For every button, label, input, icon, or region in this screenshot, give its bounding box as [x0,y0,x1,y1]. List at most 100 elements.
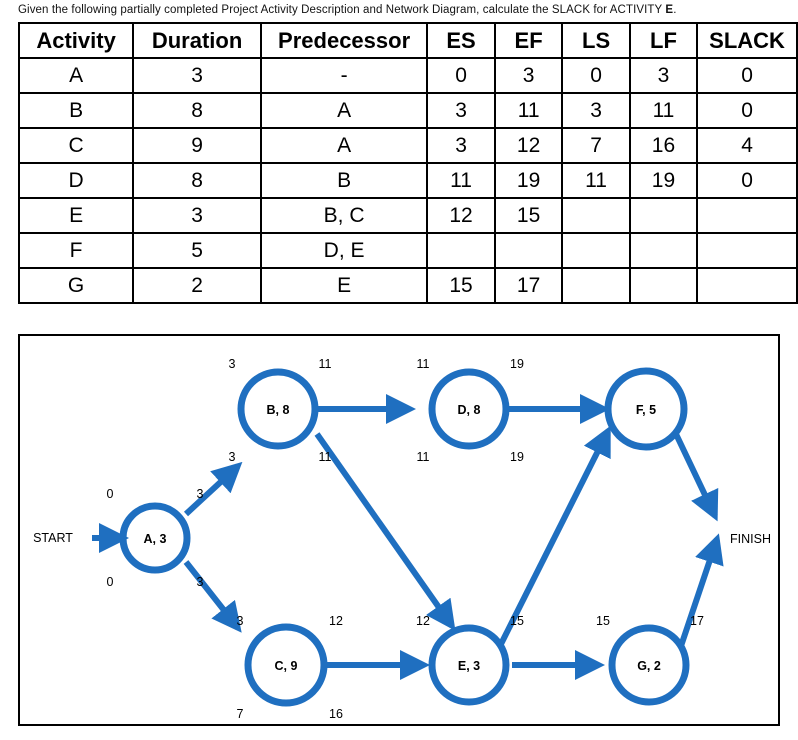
cell-lf [628,267,699,304]
cell-duration: 9 [132,127,262,164]
cell-duration: 3 [132,197,262,234]
table-row: F 5 D, E [17,232,798,269]
node-c-ls: 7 [237,707,244,721]
node-g-circle [608,624,690,706]
cell-predecessor: A [259,127,429,164]
prompt-text-after: . [673,4,677,16]
cell-predecessor: D, E [259,232,429,269]
cell-activity: D [17,162,135,199]
cell-ls: 0 [561,57,631,94]
table-row: A 3 - 0 3 0 3 0 [17,57,798,94]
column-header-lf: LF [628,22,699,59]
edge-a-c [183,560,242,633]
cell-activity: G [17,267,135,304]
node-g-es: 15 [596,614,610,628]
node-e-circle [428,624,510,706]
cell-predecessor: B, C [259,197,429,234]
cell-predecessor: B [259,162,429,199]
cell-duration: 5 [132,232,262,269]
question-prompt: Given the following partially completed … [18,4,677,16]
cell-slack: 0 [696,92,798,129]
node-c-circle [244,623,328,707]
edge-e-f [497,425,611,648]
cell-lf: 3 [628,57,699,94]
cell-es: 15 [426,267,496,304]
cell-es: 3 [426,127,496,164]
cell-es: 11 [426,162,496,199]
table-row: E 3 B, C 12 15 [17,197,798,234]
cell-activity: A [17,57,135,94]
node-label-a: A, 3 [144,532,167,546]
node-b-es: 3 [229,357,236,371]
node-e-es: 12 [416,614,430,628]
edge-b-e [314,432,456,631]
start-label: START [33,531,73,545]
column-header-ef: EF [493,22,564,59]
table-row: C 9 A 3 12 7 16 4 [17,127,798,164]
cell-activity: C [17,127,135,164]
cell-slack: 0 [696,162,798,199]
node-d-es: 11 [417,357,430,371]
node-label-b: B, 8 [267,403,290,417]
node-b-ls: 3 [229,450,236,464]
cell-slack [696,197,798,234]
node-label-d: D, 8 [458,403,481,417]
cell-ls: 7 [561,127,631,164]
cell-activity: E [17,197,135,234]
cell-lf [628,197,699,234]
node-label-g: G, 2 [637,659,661,673]
cell-es: 3 [426,92,496,129]
node-g-ef: 17 [690,614,704,628]
node-b-circle [237,368,319,450]
cell-lf [628,232,699,269]
cell-ls [561,232,631,269]
node-d-ef: 19 [510,357,524,371]
activity-table: Activity Duration Predecessor ES EF LS L… [17,22,798,304]
prompt-text-before: Given the following partially completed … [18,4,666,16]
column-header-slack: SLACK [696,22,798,59]
cell-predecessor: - [259,57,429,94]
cell-lf: 16 [628,127,699,164]
column-header-duration: Duration [132,22,262,59]
cell-duration: 3 [132,57,262,94]
cell-ef: 3 [493,57,564,94]
node-a-es: 0 [107,487,114,501]
cell-es: 0 [426,57,496,94]
diagram-nodes [119,367,690,707]
edge-a-b [183,461,243,517]
table-header-row: Activity Duration Predecessor ES EF LS L… [17,22,798,59]
cell-slack [696,232,798,269]
cell-predecessor: A [259,92,429,129]
table-row: G 2 E 15 17 [17,267,798,304]
cell-lf: 11 [628,92,699,129]
cell-ef: 11 [493,92,564,129]
cell-ls: 11 [561,162,631,199]
column-header-predecessor: Predecessor [259,22,429,59]
network-diagram: A, 3 B, 8 C, 9 D, 8 E, 3 F, 5 G, 2 0 3 0… [18,334,780,726]
node-d-ls: 11 [417,450,430,464]
table-row: D 8 B 11 19 11 19 0 [17,162,798,199]
table-row: B 8 A 3 11 3 11 0 [17,92,798,129]
node-d-circle [428,368,510,450]
node-a-circle [119,502,191,574]
prompt-activity-letter: E [665,4,674,16]
node-c-ef: 12 [329,614,343,628]
cell-ef: 17 [493,267,564,304]
cell-ef: 15 [493,197,564,234]
edge-g-finish [678,533,724,647]
cell-es [426,232,496,269]
cell-ef [493,232,564,269]
cell-slack: 4 [696,127,798,164]
column-header-activity: Activity [17,22,135,59]
column-header-ls: LS [561,22,631,59]
node-e-ef: 15 [510,614,524,628]
node-b-lf: 11 [319,450,332,464]
cell-slack [696,267,798,304]
cell-ef: 19 [493,162,564,199]
node-d-lf: 19 [510,450,524,464]
node-f-circle [604,367,688,451]
edge-f-finish [673,432,719,522]
diagram-edges [92,394,724,680]
cell-duration: 8 [132,92,262,129]
